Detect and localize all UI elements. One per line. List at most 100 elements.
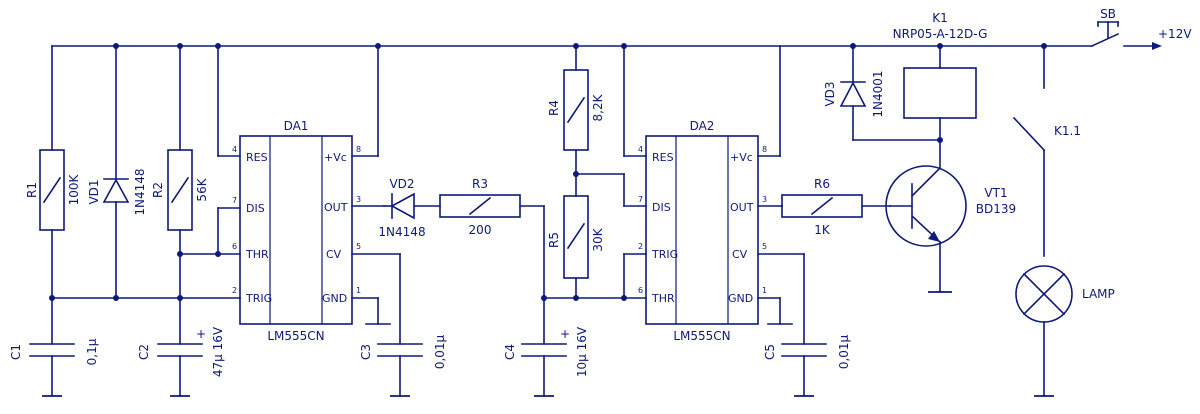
capacitor-c5 [781, 253, 827, 397]
da2-pin-cv: CV [732, 248, 748, 261]
ic-da1 [179, 135, 401, 325]
c4-value: 10µ 16V [575, 326, 589, 377]
da2-pin-num: 1 [762, 286, 767, 295]
da1-pin-num: 4 [232, 145, 237, 154]
c2-polarity: + [196, 327, 206, 341]
vd1-ref: VD1 [87, 179, 101, 204]
r5-value: 30K [591, 227, 605, 251]
vd2-ref: VD2 [389, 177, 414, 191]
r4-value: 8,2K [591, 93, 605, 121]
c2-ref: C2 [137, 344, 151, 360]
r1-value: 100K [67, 173, 81, 205]
sb-ref: SB [1100, 7, 1116, 21]
resistor-r5 [563, 195, 589, 299]
da1-pin-cv: CV [326, 248, 342, 261]
r6-ref: R6 [814, 177, 830, 191]
relay-contact-k1-1 [1012, 45, 1046, 257]
da1-ref: DA1 [284, 119, 309, 133]
c5-value: 0,01µ [837, 334, 851, 369]
da2-pin-num: 8 [762, 145, 767, 154]
da1-pin-num: 5 [356, 242, 361, 251]
da2-pin-dis: DIS [652, 201, 671, 214]
c1-ref: C1 [9, 344, 23, 360]
da1-part: LM555CN [267, 329, 324, 343]
c1-value: 0,1µ [85, 338, 99, 365]
c4-polarity: + [560, 327, 570, 341]
da1-pin-out: OUT [324, 201, 348, 214]
vd1-value: 1N4148 [133, 168, 147, 215]
diode-vd1 [102, 45, 130, 299]
diode-vd2 [383, 192, 441, 220]
switch-sb [1090, 21, 1120, 48]
diode-vd3 [839, 45, 867, 141]
da1-pin-thr: THR [245, 248, 269, 261]
da1-pin-num: 2 [232, 286, 237, 295]
resistor-r2 [167, 45, 193, 299]
da2-pin-num: 2 [638, 242, 643, 251]
da2-pin-thr: THR [651, 292, 675, 305]
supply-arrow [1152, 42, 1162, 50]
k1-contact-ref: K1.1 [1054, 124, 1081, 138]
emitter-arrow [928, 231, 940, 242]
vd2-value: 1N4148 [378, 225, 425, 239]
lamp [1015, 265, 1073, 397]
lamp-label: LAMP [1082, 287, 1115, 301]
junction-dot [621, 295, 627, 301]
resistor-r6 [781, 194, 891, 218]
da1-pin-gnd: GND [322, 292, 347, 305]
r2-value: 56K [195, 177, 209, 201]
r3-value: 200 [469, 223, 492, 237]
c5-ref: C5 [763, 344, 777, 360]
da2-pin-trig: TRIG [651, 248, 678, 261]
supply-label: +12V [1158, 27, 1192, 41]
transistor-vt1 [885, 139, 967, 293]
da1-pin-vcc: +Vc [324, 151, 347, 164]
da2-pin-num: 6 [638, 286, 643, 295]
capacitor-c2 [157, 297, 203, 397]
vt1-part: BD139 [976, 202, 1016, 216]
c3-ref: C3 [359, 344, 373, 360]
r6-value: 1K [814, 223, 831, 237]
k1-ref: K1 [932, 11, 948, 25]
da2-pin-num: 3 [762, 195, 767, 204]
r3-ref: R3 [472, 177, 488, 191]
da2-wiring [575, 45, 793, 325]
da1-pin-trig: TRIG [245, 292, 272, 305]
da1-pin-num: 6 [232, 242, 237, 251]
da2-pin-res: RES [652, 151, 674, 164]
relay-k1-coil [852, 45, 977, 141]
capacitor-c3 [377, 253, 423, 397]
da2-pin-gnd: GND [728, 292, 753, 305]
da1-pin-res: RES [246, 151, 268, 164]
c4-ref: C4 [503, 344, 517, 360]
c2-value: 47µ 16V [211, 326, 225, 377]
da1-wiring [217, 45, 391, 325]
capacitor-c4 [521, 343, 567, 397]
da1-pin-num: 7 [232, 196, 237, 205]
resistor-r3 [439, 194, 545, 345]
da2-part: LM555CN [673, 329, 730, 343]
da2-ref: DA2 [690, 119, 715, 133]
resistor-r1 [39, 45, 65, 299]
da1-pin-num: 1 [356, 286, 361, 295]
da2-pin-num: 5 [762, 242, 767, 251]
da2-pin-out: OUT [730, 201, 754, 214]
capacitor-c1 [29, 297, 75, 397]
da1-pin-num: 3 [356, 195, 361, 204]
da2-pin-num: 4 [638, 145, 643, 154]
vd3-ref: VD3 [823, 81, 837, 106]
junction-dot [937, 137, 943, 143]
r2-ref: R2 [151, 182, 165, 198]
r1-ref: R1 [25, 182, 39, 198]
vt1-ref: VT1 [984, 186, 1007, 200]
da2-pin-num: 7 [638, 195, 643, 204]
k1-part: NRP05-A-12D-G [893, 27, 988, 41]
da2-pin-vcc: +Vc [730, 151, 753, 164]
r5-ref: R5 [547, 232, 561, 248]
da1-pin-dis: DIS [246, 202, 265, 215]
da1-pin-num: 8 [356, 145, 361, 154]
r4-ref: R4 [547, 100, 561, 116]
ic-da2 [543, 135, 805, 325]
c3-value: 0,01µ [433, 334, 447, 369]
